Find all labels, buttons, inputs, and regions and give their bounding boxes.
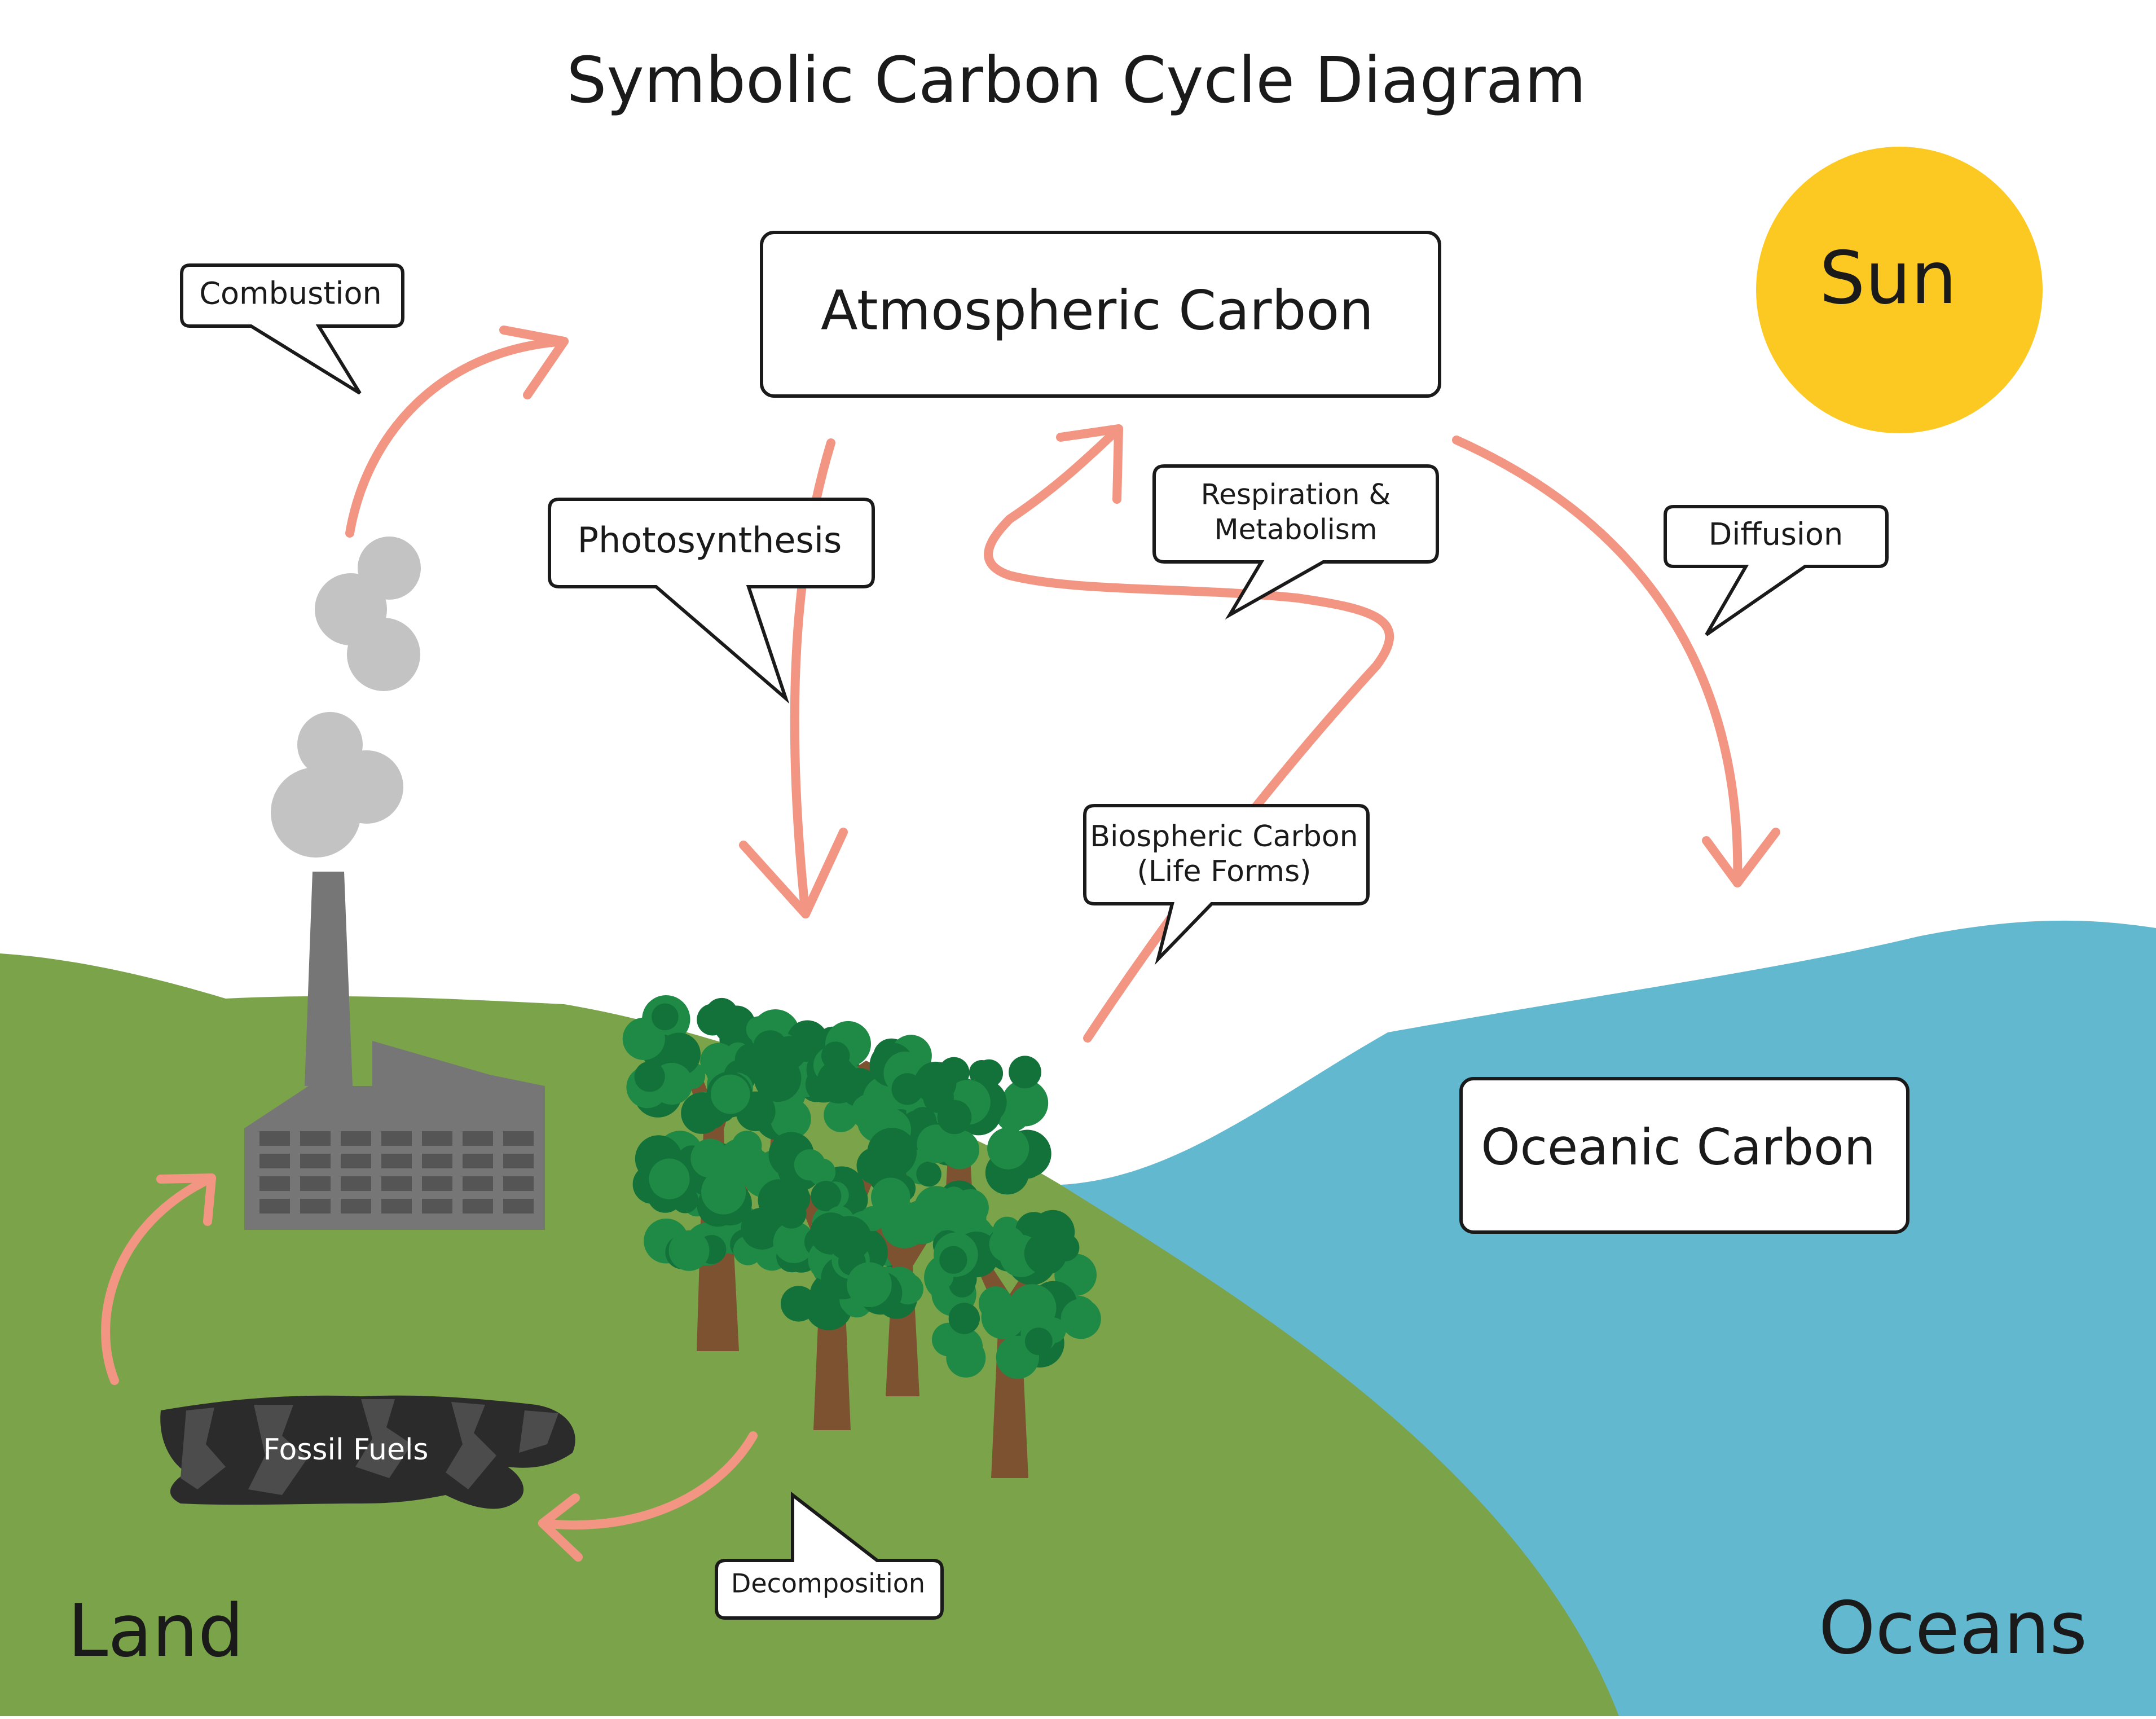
- forest: [622, 995, 1101, 1478]
- diffusion-label: Diffusion: [1709, 517, 1843, 552]
- combustion-arrow-head: [499, 326, 569, 399]
- arrows: [101, 326, 1780, 1562]
- factory-window: [341, 1199, 371, 1214]
- callout-biospheric: Biospheric Carbon (Life Forms): [1083, 804, 1370, 965]
- sun-icon: [1756, 147, 2043, 433]
- factory-window: [463, 1199, 493, 1214]
- factory-window: [422, 1131, 452, 1146]
- factory-window: [381, 1199, 412, 1214]
- factory-window: [341, 1176, 371, 1191]
- decomposition-label: Decomposition: [731, 1568, 925, 1599]
- factory-window: [381, 1176, 412, 1191]
- callout-respiration: Respiration & Metabolism: [1152, 464, 1439, 620]
- atmospheric-carbon-box: Atmospheric Carbon: [760, 231, 1441, 398]
- tree-icon: [866, 1051, 1051, 1258]
- callout-combustion: Combustion: [180, 263, 404, 395]
- diffusion-arrow: [1452, 436, 1743, 887]
- diagram-title: Symbolic Carbon Cycle Diagram: [566, 44, 1586, 117]
- smoke-icon: [271, 537, 421, 858]
- oceanic-carbon-box: Oceanic Carbon: [1459, 1077, 1909, 1234]
- land-label: Land: [68, 1589, 244, 1673]
- callout-decomposition: Decomposition: [715, 1491, 944, 1620]
- factory-window: [503, 1131, 534, 1146]
- combustion-arrow: [345, 337, 569, 538]
- factory-window: [463, 1131, 493, 1146]
- factory-window: [422, 1176, 452, 1191]
- photosynthesis-arrow: [790, 438, 835, 918]
- factory-window: [463, 1154, 493, 1168]
- factory-window: [341, 1131, 371, 1146]
- diffusion-arrow-head: [1702, 828, 1780, 887]
- fossil-fuels-label: Fossil Fuels: [263, 1433, 428, 1467]
- factory-window: [259, 1199, 290, 1214]
- biospheric-label-line1: Biospheric Carbon: [1090, 820, 1358, 854]
- photosynthesis-arrow-head: [739, 828, 848, 918]
- factory-window: [300, 1176, 331, 1191]
- oceans-label: Oceans: [1819, 1586, 2087, 1670]
- fossil-to-factory-arrow-head: [156, 1173, 216, 1226]
- respiration-label-line2: Metabolism: [1214, 513, 1377, 546]
- factory-window: [422, 1154, 452, 1168]
- factory-window: [503, 1176, 534, 1191]
- atmospheric-carbon-label: Atmospheric Carbon: [821, 279, 1374, 342]
- factory-window: [300, 1131, 331, 1146]
- decomposition-arrow: [538, 1431, 758, 1530]
- factory-window: [381, 1154, 412, 1168]
- decomposition-arrow-head: [538, 1493, 583, 1562]
- factory-window: [300, 1154, 331, 1168]
- factory-window: [503, 1199, 534, 1214]
- photosynthesis-label: Photosynthesis: [578, 520, 842, 561]
- fossil-fuels-icon: [160, 1395, 575, 1509]
- factory-windows: [259, 1131, 534, 1214]
- respiration-label-line1: Respiration &: [1201, 478, 1391, 511]
- factory-window: [259, 1131, 290, 1146]
- fossil-to-factory-arrow: [101, 1173, 216, 1385]
- sun-label: Sun: [1819, 236, 1957, 320]
- biospheric-label-line2: (Life Forms): [1137, 855, 1312, 889]
- callout-diffusion: Diffusion: [1664, 505, 1889, 636]
- factory-icon: [244, 872, 545, 1230]
- factory-window: [381, 1131, 412, 1146]
- factory-window: [422, 1199, 452, 1214]
- respiration-arrow-head: [1056, 424, 1123, 504]
- oceanic-carbon-label: Oceanic Carbon: [1481, 1118, 1875, 1176]
- factory-window: [259, 1154, 290, 1168]
- factory-window: [463, 1176, 493, 1191]
- callout-photosynthesis: Photosynthesis: [548, 498, 875, 704]
- tree-icon: [925, 1210, 1101, 1478]
- factory-window: [259, 1176, 290, 1191]
- factory-window: [503, 1154, 534, 1168]
- factory-window: [300, 1199, 331, 1214]
- factory-window: [341, 1154, 371, 1168]
- combustion-label: Combustion: [199, 276, 381, 311]
